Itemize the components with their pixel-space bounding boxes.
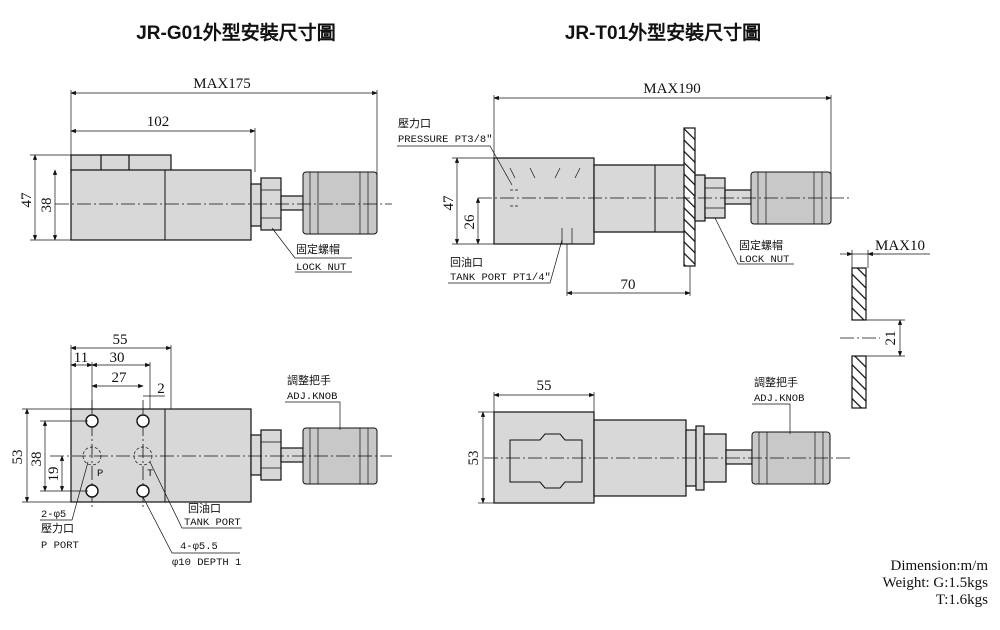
t01-dim-70: 70: [621, 277, 636, 293]
t01-side-view: MAX190 47 26 70 壓力口 PRESSURE PT3/8" 回油口 …: [397, 81, 850, 296]
g01-tank-cn: 回油口: [188, 501, 221, 515]
g01-dim-102: 102: [147, 114, 170, 130]
pport-size: 2-φ5: [41, 509, 66, 521]
g01-dim-11: 11: [74, 350, 88, 366]
t01-plan-view: 55 53 調整把手 ADJ.KNOB: [466, 375, 850, 504]
t01-panel-section: [683, 127, 696, 267]
p-mark: P: [97, 468, 103, 480]
t01-block: [493, 157, 595, 245]
g01-dim-27: 27: [112, 370, 128, 386]
note-weight-t: T:1.6kgs: [936, 592, 988, 608]
pport-cn: 壓力口: [41, 522, 74, 535]
t01-locknut-cn: 固定螺帽: [739, 238, 783, 252]
t01-dim-47: 47: [441, 195, 457, 211]
t01-dim-53: 53: [466, 451, 482, 466]
t01-port-recess: [509, 433, 583, 489]
t01-tank-en: TANK PORT PT1/4": [450, 272, 551, 284]
t01-dim-max: MAX190: [643, 81, 701, 97]
g01-knob-cn: 調整把手: [287, 373, 331, 387]
g01-knob-en: ADJ.KNOB: [287, 391, 337, 403]
t01-plan-block: [493, 411, 595, 504]
g01-valve-body: [70, 169, 252, 241]
holes-size: 4-φ5.5: [180, 541, 218, 553]
t01-pressure-cn: 壓力口: [398, 117, 431, 130]
g01-dim-max: MAX175: [193, 76, 251, 92]
g01-knob: [302, 171, 378, 235]
washer-dim-max: MAX10: [875, 238, 925, 254]
g01-dim-55: 55: [113, 332, 128, 348]
g01-dim-38: 38: [39, 198, 55, 213]
washer-lower: [851, 355, 867, 409]
holes-depth: φ10 DEPTH 1: [172, 557, 241, 569]
g01-dim-47: 47: [19, 192, 35, 208]
t01-pressure-en: PRESSURE PT3/8": [398, 134, 493, 146]
t-port-circle: [133, 446, 153, 466]
p-port-circle: [82, 446, 102, 466]
note-weight-g: Weight: G:1.5kgs: [883, 575, 989, 591]
t-mark: T: [147, 468, 153, 480]
t01-dim-26: 26: [462, 214, 478, 230]
t01-knob-en: ADJ.KNOB: [754, 393, 804, 405]
washer-dim-21: 21: [883, 331, 899, 346]
t01-tank-cn: 回油口: [450, 255, 483, 269]
g01-dim-38b: 38: [29, 452, 45, 467]
panel-washer-section: MAX10 21: [840, 238, 930, 409]
g01-locknut-cn: 固定螺帽: [296, 242, 340, 256]
washer-upper: [851, 267, 867, 321]
note-dimension: Dimension:m/m: [891, 558, 989, 574]
g01-plan-view: P T 55 11 30 27 2 53 38 19 調整把手 ADJ.KNOB…: [10, 332, 392, 569]
g01-dim-30: 30: [110, 350, 125, 366]
title-g01: JR-G01外型安裝尺寸圖: [136, 21, 336, 44]
g01-side-view: MAX175 102 47 38 固定螺帽 LOCK NUT: [19, 76, 392, 274]
g01-dim-19: 19: [46, 467, 62, 482]
g01-dim-53: 53: [10, 450, 26, 465]
g01-stem: [280, 195, 304, 211]
mount-hole-4: [136, 484, 150, 498]
g01-tank-en: TANK PORT: [184, 517, 241, 529]
g01-neck: [250, 183, 262, 227]
g01-dim-2: 2: [157, 381, 165, 397]
t01-dim-55: 55: [537, 378, 552, 394]
t01-knob-cn: 調整把手: [754, 375, 798, 389]
mount-hole-2: [136, 414, 150, 428]
g01-locknut-en: LOCK NUT: [296, 262, 346, 274]
t01-locknut-en: LOCK NUT: [739, 254, 789, 266]
title-t01: JR-T01外型安裝尺寸圖: [565, 21, 761, 44]
pport-en: P PORT: [41, 540, 79, 552]
t01-body: [593, 164, 687, 233]
